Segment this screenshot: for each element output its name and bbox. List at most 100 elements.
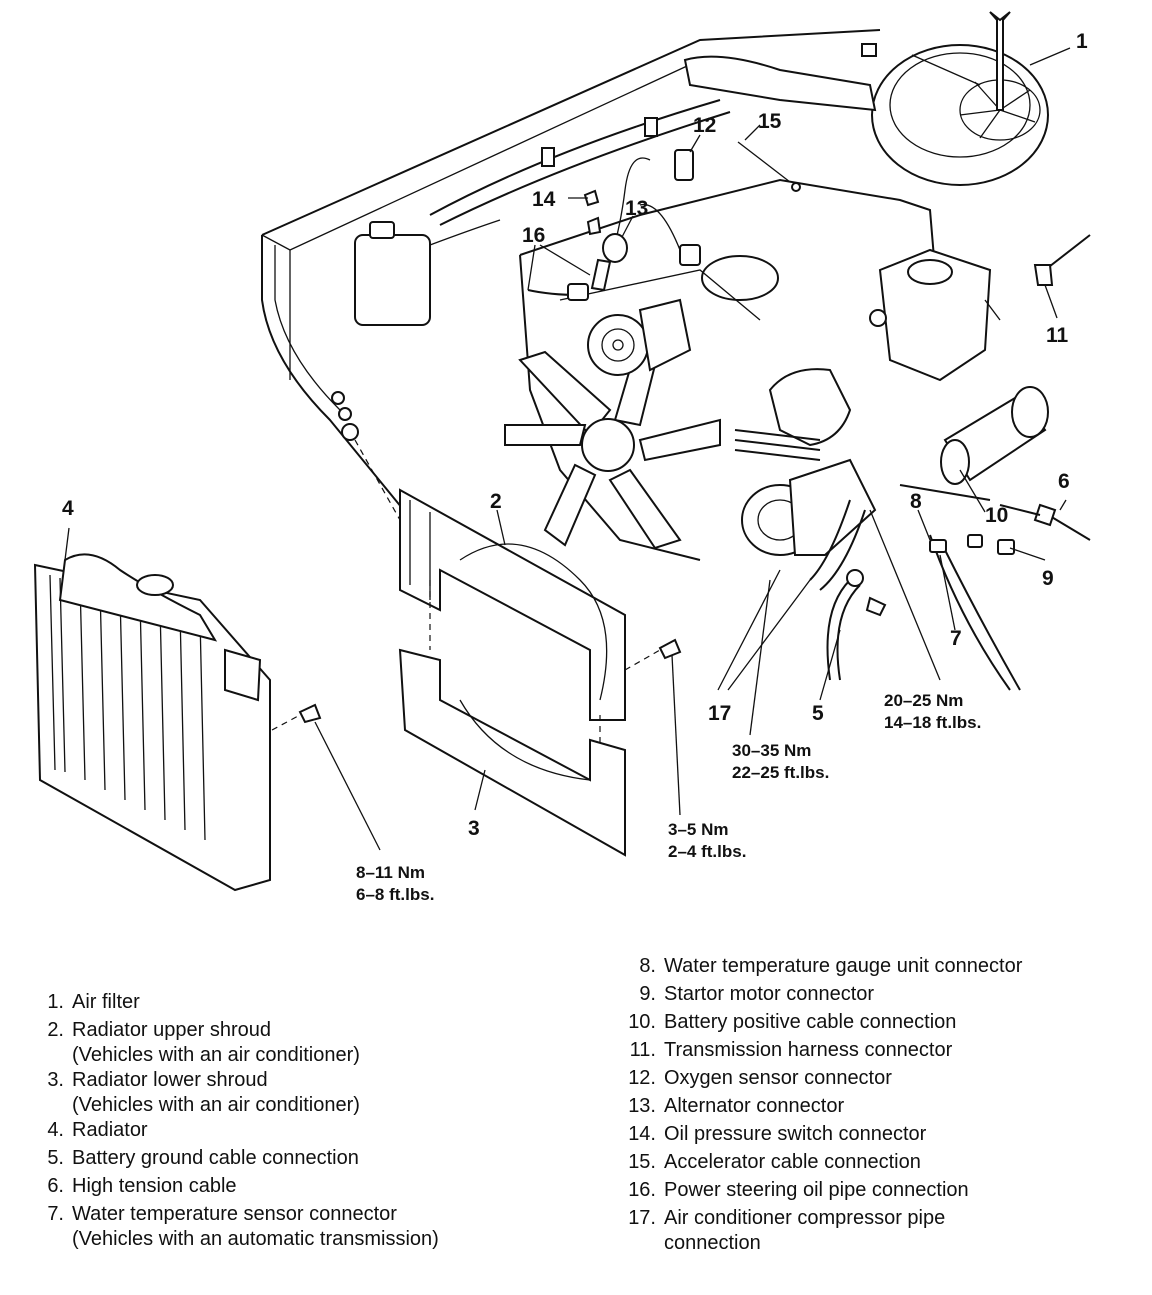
legend-text: Alternator connector — [656, 1092, 1138, 1120]
carburetor — [869, 248, 1001, 382]
legend-number: 13. — [628, 1095, 656, 1117]
engine-block — [519, 178, 941, 561]
callout-6: 6 — [1058, 470, 1070, 493]
legend-number: 9. — [639, 983, 656, 1005]
legend-number: 1. — [47, 991, 64, 1013]
legend-left-column: 1. Air filter 2.Radiator upper shroud(Vehi… — [36, 988, 576, 1250]
legend-text: Transmission harness connector — [656, 1036, 1138, 1064]
legend-item: 5.Battery ground cable connection — [36, 1144, 576, 1172]
callout-1: 1 — [1076, 30, 1088, 53]
legend-item: 10.Battery positive cable connection — [618, 1008, 1138, 1036]
legend-number: 16. — [628, 1179, 656, 1201]
legend-item: 12. Oxygen sensor connector — [618, 1064, 1138, 1092]
torque-1-imperial: 14–18 ft.lbs. — [884, 713, 981, 732]
legend-number: 5. — [47, 1147, 64, 1169]
torque-4-imperial: 6–8 ft.lbs. — [356, 885, 434, 904]
legend-text: Startor motor connector — [656, 980, 1138, 1008]
legend-item: 16. Power steering oil pipe connection — [618, 1176, 1138, 1204]
callout-13: 13 — [625, 197, 648, 220]
legend-label: Accelerator cable connection — [664, 1151, 921, 1173]
legend-number: 14. — [628, 1123, 656, 1145]
callout-4: 4 — [62, 497, 74, 520]
legend-label: Air conditioner compressor pipe — [664, 1207, 946, 1229]
legend-number: 15. — [628, 1151, 656, 1173]
legend-sublabel: (Vehicles with an air conditioner) — [72, 1094, 360, 1116]
callout-17: 17 — [708, 702, 731, 725]
torque-3-imperial: 2–4 ft.lbs. — [668, 842, 746, 861]
legend-number: 12. — [628, 1067, 656, 1089]
legend-number: 8. — [639, 955, 656, 977]
vehicle-body-outline — [261, 29, 881, 531]
cooling-fan — [504, 333, 721, 550]
connectors-cluster — [527, 141, 801, 301]
leader-lines — [64, 47, 1071, 851]
legend-sublabel: (Vehicles with an air conditioner) — [72, 1044, 360, 1066]
callout-labels: 1 2 3 4 5 6 7 8 9 10 11 12 13 14 15 16 1… — [62, 30, 1088, 840]
callout-12: 12 — [693, 114, 716, 137]
torque-specs: 20–25 Nm 14–18 ft.lbs. 30–35 Nm 22–25 ft… — [356, 691, 981, 904]
legend-item: 4.Radiator — [36, 1116, 576, 1144]
starter-motor — [940, 386, 1049, 485]
legend-text: Radiator upper shroud(Vehicles with an a… — [64, 1016, 576, 1066]
radiator-upper-shroud — [399, 488, 626, 721]
legend-number: 17. — [628, 1207, 656, 1229]
power-steering-pump — [587, 298, 692, 376]
legend-label: Air filter — [72, 991, 140, 1013]
legend-text: Radiator — [64, 1116, 576, 1144]
legend-item: 6.High tension cable — [36, 1172, 576, 1200]
ac-compressor — [741, 458, 877, 591]
callout-7: 7 — [950, 627, 962, 650]
callout-15: 15 — [758, 110, 782, 133]
legend-label: Transmission harness connector — [664, 1039, 953, 1061]
legend-number: 3. — [47, 1069, 64, 1091]
legend-label: Power steering oil pipe connection — [664, 1179, 969, 1201]
legend-number: 11. — [629, 1039, 656, 1061]
legend-label: Water temperature gauge unit connector — [664, 955, 1023, 977]
legend-item: 3. Radiator lower shroud (Vehicles with an… — [36, 1066, 576, 1116]
legend-label: Startor motor connector — [664, 983, 875, 1005]
callout-11: 11 — [1046, 324, 1069, 347]
callout-9: 9 — [1042, 567, 1054, 590]
legend-text: Accelerator cable connection — [656, 1148, 1138, 1176]
callout-10: 10 — [985, 504, 1008, 527]
legend-text: Battery positive cable connection — [656, 1008, 1138, 1036]
engine-removal-diagram: 1 2 3 4 5 6 7 8 9 10 11 12 13 14 15 16 1… — [33, 11, 1091, 904]
legend-text: Air conditioner compressor pipe connectio… — [656, 1204, 1138, 1254]
legend-sublabel: (Vehicles with an automatic transmission… — [72, 1228, 439, 1250]
radiator-lower-shroud — [398, 580, 626, 857]
callout-3: 3 — [468, 817, 480, 840]
legend-number: 2. — [47, 1019, 64, 1041]
coolant-reservoir — [354, 219, 501, 326]
legend-item: 1. Air filter — [36, 988, 576, 1016]
legend-label: Water temperature sensor connector — [72, 1203, 397, 1225]
legend-item: 7.Water temperature sensor connector(Veh… — [36, 1200, 576, 1250]
torque-1-metric: 20–25 Nm — [884, 691, 963, 710]
legend-text: Oxygen sensor connector — [656, 1064, 1138, 1092]
radiator — [33, 553, 322, 892]
callout-16: 16 — [522, 224, 545, 247]
legend-text: Water temperature gauge unit connector — [656, 952, 1138, 980]
wiring-harness — [429, 99, 731, 226]
legend-item: 17. Air conditioner compressor pipe connec… — [618, 1204, 1138, 1254]
legend-right-column: 8. Water temperature gauge unit connector… — [618, 952, 1138, 1254]
torque-3-metric: 3–5 Nm — [668, 820, 728, 839]
legend-item: 11. Transmission harness connector — [618, 1036, 1138, 1064]
legend-label: Alternator connector — [664, 1095, 845, 1117]
distributor — [734, 368, 852, 461]
legend-text: Air filter — [64, 988, 576, 1016]
legend-number: 4. — [47, 1119, 64, 1141]
legend-item: 9. Startor motor connector — [618, 980, 1138, 1008]
legend-text: High tension cable — [64, 1172, 576, 1200]
battery-cables — [826, 234, 1091, 691]
legend-label: Radiator lower shroud — [72, 1069, 268, 1091]
callout-5: 5 — [812, 702, 824, 725]
legend-sublabel: connection — [664, 1232, 761, 1254]
air-filter — [683, 11, 1049, 186]
legend-item: 13. Alternator connector — [618, 1092, 1138, 1120]
legend-text: Water temperature sensor connector (Vehic… — [64, 1200, 576, 1250]
legend-item: 8. Water temperature gauge unit connector — [618, 952, 1138, 980]
legend-label: Oxygen sensor connector — [664, 1067, 892, 1089]
legend-label: Battery positive cable connection — [664, 1011, 957, 1033]
legend-text: Oil pressure switch connector — [656, 1120, 1138, 1148]
legend-item: 2.Radiator upper shroud(Vehicles with an… — [36, 1016, 576, 1066]
